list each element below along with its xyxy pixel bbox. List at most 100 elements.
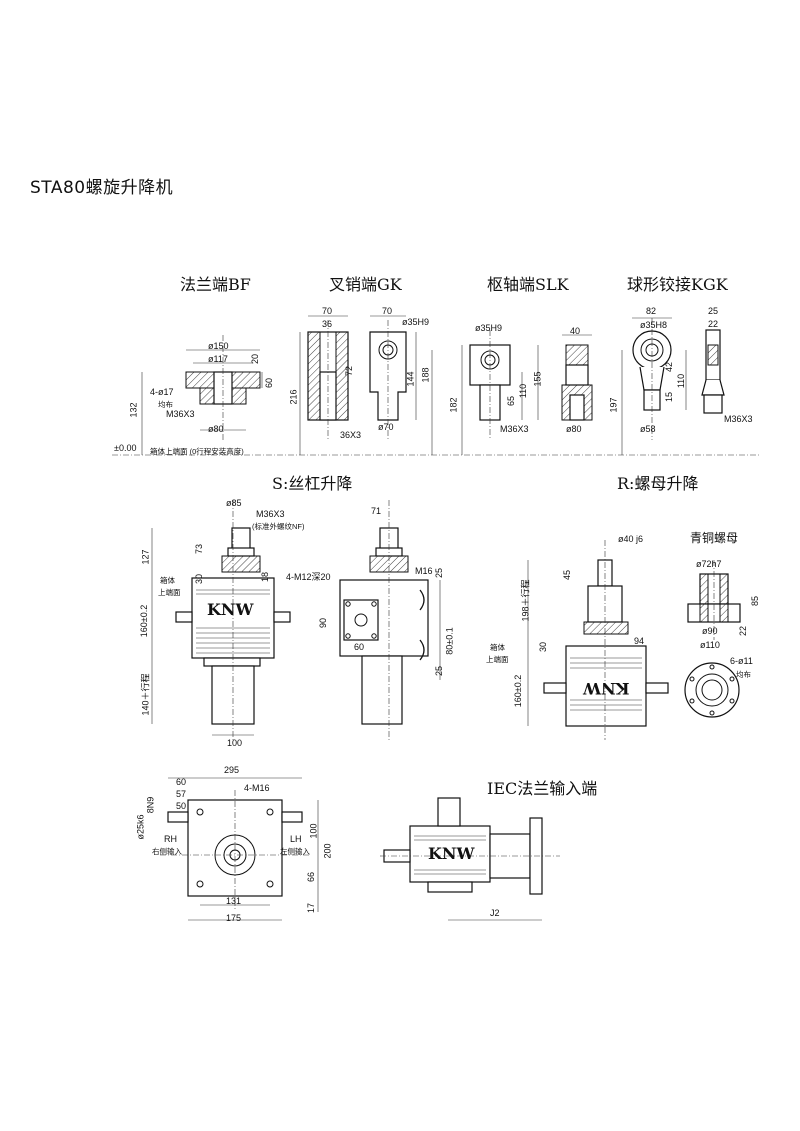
dim-s-box1: 箱体 [160,576,175,585]
dim-r-198: 198＋行程 [520,579,531,622]
dim-slk-m36: M36X3 [500,424,529,434]
dim-gk-d35: ø35H9 [402,317,430,327]
dim-b-lh-cn: 左侧输入 [280,847,310,856]
dim-b-200: 200 [322,843,333,859]
brand-plate-s-front: KNW [207,600,254,619]
gk-clevis-drawing [299,315,433,455]
dim-b-66: 66 [306,871,317,883]
dim-s-m12: 4-M12深20 [286,572,331,582]
dim-gk-72: 72 [344,365,355,377]
dim-slk-65: 65 [506,395,517,407]
dim-kgk-d35: ø35H8 [640,320,668,330]
dim-bf-60: 60 [264,377,275,389]
dim-kgk-110: 110 [676,373,687,389]
dim-gk-d70: ø70 [378,422,394,432]
dim-s-140: 140＋行程 [140,673,151,716]
dim-s-160: 160±0.2 [139,604,150,638]
heading-r-type: R:螺母升降 [617,474,699,493]
dim-b-175: 175 [226,913,242,923]
dim-gk-216: 216 [288,389,299,405]
dim-s-30: 30 [194,573,205,585]
dim-gk-188: 188 [420,367,431,383]
dim-r-d40: ø40 j6 [618,534,644,544]
dim-s-100: 100 [227,738,243,748]
dim-gk-36: 36 [322,319,333,329]
dim-r-94: 94 [634,636,645,646]
dim-r-30: 30 [538,641,549,653]
dim-r-box1: 箱体 [490,643,505,652]
dim-b-d25: ø25k6 [135,814,146,840]
heading-kgk: 球形铰接KGK [627,275,728,294]
dim-s-25b: 25 [434,665,445,677]
dim-s-80: 80±0.1 [444,627,455,655]
dim-iec-j2: J2 [490,908,500,918]
dim-b-m16: 4-M16 [244,783,270,793]
dim-bf-holes: 4-ø17 [150,387,174,397]
dim-slk-155: 155 [532,371,543,387]
dim-r-45: 45 [562,569,573,581]
dim-s-18: 18 [260,571,271,583]
dim-s-71: 71 [371,506,382,516]
r-type-drawing [527,540,669,740]
dim-b-rh-cn: 右侧输入 [152,847,182,856]
dim-s-25a: 25 [434,567,445,579]
dim-bf-m36: M36X3 [166,409,195,419]
heading-gk: 叉销端GK [329,275,402,294]
s-front-drawing [151,500,291,740]
dim-gk-70a: 70 [322,306,333,316]
dim-s-m36: M36X3 [256,509,285,519]
dim-s-60: 60 [354,642,365,652]
dim-b-57: 57 [176,789,187,799]
heading-iec: IEC法兰输入端 [487,779,598,798]
heading-bf: 法兰端BF [180,275,251,294]
dim-s-m16: M16 [415,566,433,576]
dim-slk-110: 110 [518,383,529,399]
dim-n-d72: ø72h7 [696,559,722,569]
dim-n-85: 85 [750,595,761,607]
dim-kgk-42: 42 [664,361,675,373]
dim-s-127: 127 [140,549,151,565]
dim-b-60: 60 [176,777,187,787]
kgk-joint-drawing [621,317,725,455]
dim-b-295: 295 [224,765,240,775]
dim-kgk-15: 15 [664,391,675,403]
heading-s-type: S:丝杠升降 [272,474,353,493]
zero-note: 箱体上端面 (0行程安装高度) [150,447,244,456]
brand-plate-r-type: KNW [583,679,630,698]
dim-kgk-82: 82 [646,306,657,316]
heading-bronze-nut: 青铜螺母 [690,531,739,545]
dim-b-131: 131 [226,896,242,906]
iec-flange-drawing [380,797,560,921]
dim-kgk-m36: M36X3 [724,414,753,424]
dim-bf-d150: ø150 [208,341,229,351]
bronze-nut-drawing [684,560,741,718]
slk-pivot-drawing [461,330,593,455]
dim-s-90: 90 [318,617,329,629]
dim-s-d85: ø85 [226,498,242,508]
s-side-drawing [339,500,441,740]
dim-b-50: 50 [176,801,187,811]
dim-s-73: 73 [194,543,205,555]
page-title: STA80螺旋升降机 [30,178,174,198]
heading-slk: 枢轴端SLK [487,275,569,294]
dim-b-8n9: 8N9 [145,796,156,814]
dim-s-box2: 上端面 [158,588,181,597]
dim-gk-36x3: 36X3 [340,430,362,440]
dim-bf-d117: ø117 [208,354,228,364]
dim-b-lh: LH [290,834,302,844]
dim-slk-d80: ø80 [566,424,582,434]
dim-n-d90: ø90 [702,626,718,636]
dim-bf-d80: ø80 [208,424,224,434]
dim-kgk-197: 197 [608,397,619,413]
zero-label: ±0.00 [114,443,137,453]
dim-bf-20: 20 [250,353,261,365]
dim-gk-70b: 70 [382,306,393,316]
dim-b-17: 17 [306,902,317,914]
dim-bf-132: 132 [128,402,139,418]
dim-r-160: 160±0.2 [513,674,524,708]
dim-b-rh: RH [164,834,177,844]
dim-n-22: 22 [738,625,749,637]
bf-flange-drawing [141,335,263,455]
dim-n-holes: 6-ø11 [730,656,753,666]
